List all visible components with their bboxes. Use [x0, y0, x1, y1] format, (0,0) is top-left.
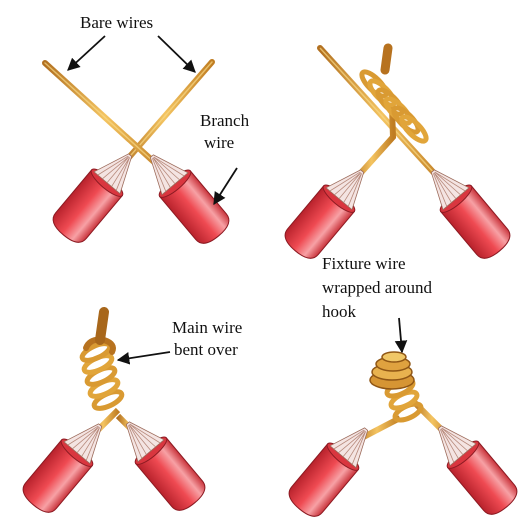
label-main-wire-2: bent over [174, 340, 238, 359]
arrow-bare-wire-left [68, 36, 105, 70]
panel-bare-wires [45, 62, 234, 249]
label-fixture-3: hook [322, 302, 357, 321]
label-branch-wire-2: wire [204, 133, 234, 152]
label-main-wire-1: Main wire [172, 318, 242, 337]
panel-fixture-wrapped [284, 352, 522, 522]
arrow-branch-wire [214, 168, 237, 204]
label-bare-wires: Bare wires [80, 13, 153, 32]
label-fixture-1: Fixture wire [322, 254, 406, 273]
arrow-bare-wire-right [158, 36, 195, 72]
label-fixture-2: wrapped around [322, 278, 432, 297]
insulation-left [48, 142, 145, 247]
arrow-main-wire [118, 352, 170, 360]
panel-branch-wrapped [280, 48, 515, 264]
arrow-fixture [399, 318, 402, 352]
label-branch-wire-1: Branch [200, 111, 250, 130]
coil-panel4 [370, 352, 423, 423]
